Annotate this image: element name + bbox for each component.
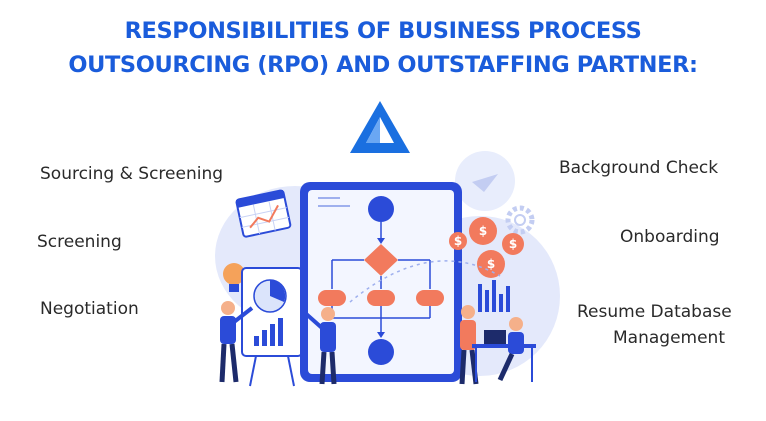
- item-screening: Screening: [37, 232, 122, 252]
- svg-text:$: $: [479, 224, 487, 238]
- item-background-check: Background Check: [559, 158, 719, 178]
- item-resume-database: Resume Database: [577, 302, 732, 322]
- bar-chart-icon: [478, 280, 510, 312]
- title-line-1: RESPONSIBILITIES OF BUSINESS PROCESS: [124, 18, 642, 44]
- presentation-board: [241, 267, 303, 387]
- title-line-2: OUTSOURCING (RPO) AND OUTSTAFFING PARTNE…: [68, 52, 698, 78]
- calendar-icon: [235, 189, 292, 238]
- flow-process-node-1: [318, 290, 346, 306]
- dotted-connector: [349, 260, 501, 303]
- flow-process-node-3: [416, 290, 444, 306]
- paper-plane-icon: [472, 174, 498, 192]
- flow-decision-node: [364, 244, 398, 276]
- business-process-flowchart-illustration: $ $ $ $: [215, 101, 560, 387]
- flow-process-node-2: [367, 290, 395, 306]
- triangle-logo-icon: [350, 101, 410, 153]
- flow-end-node: [368, 339, 394, 365]
- person-seated-laptop: [472, 317, 536, 382]
- page-title: RESPONSIBILITIES OF BUSINESS PROCESS OUT…: [0, 14, 766, 82]
- flowchart-tablet: [300, 182, 462, 382]
- svg-text:$: $: [454, 234, 462, 248]
- gear-icon: [505, 205, 535, 235]
- item-negotiation: Negotiation: [40, 299, 139, 319]
- flow-start-node: [368, 196, 394, 222]
- person-center: [302, 307, 337, 385]
- svg-text:$: $: [487, 257, 495, 271]
- lightbulb-icon: [223, 263, 245, 292]
- item-management: Management: [613, 328, 725, 348]
- item-onboarding: Onboarding: [620, 227, 720, 247]
- dollar-coin-icons: $ $ $ $: [449, 217, 524, 278]
- person-presenter: [219, 301, 254, 383]
- svg-text:$: $: [509, 237, 517, 251]
- item-sourcing-screening: Sourcing & Screening: [40, 164, 224, 184]
